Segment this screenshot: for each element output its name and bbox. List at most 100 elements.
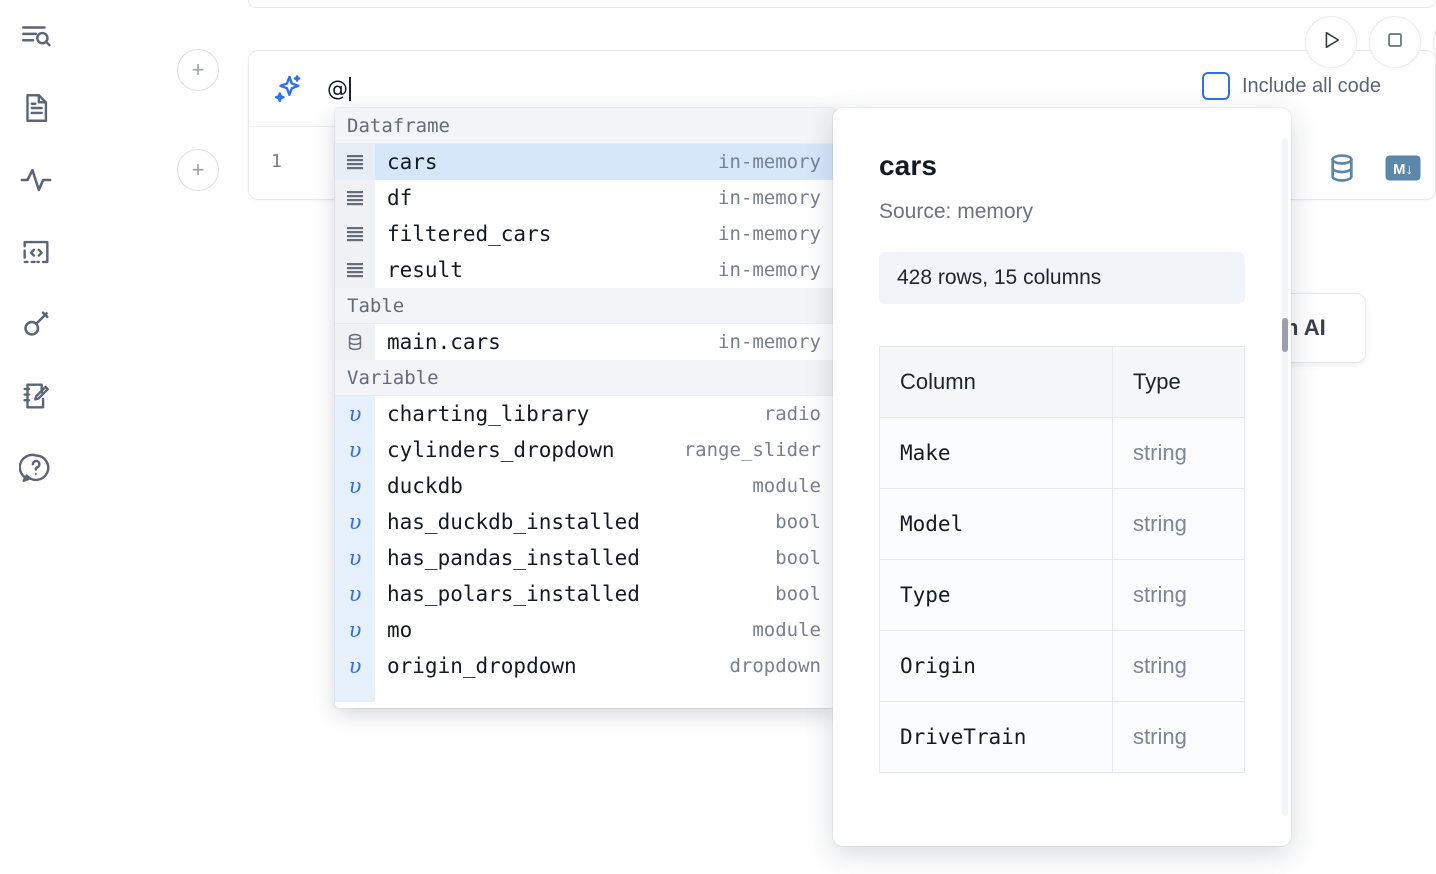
- explore-icon: [19, 19, 53, 53]
- detail-shape-badge: 428 rows, 15 columns: [879, 252, 1245, 304]
- autocomplete-item-type: bool: [775, 511, 821, 533]
- schema-column-type: string: [1112, 417, 1245, 489]
- sidebar-item-activity[interactable]: [14, 158, 58, 202]
- schema-column-type: string: [1112, 701, 1245, 773]
- ai-prompt-value: @: [327, 76, 349, 101]
- ai-prompt-input[interactable]: @: [327, 76, 352, 101]
- autocomplete-item-name: cars: [387, 150, 438, 174]
- autocomplete-item-type: in-memory: [718, 259, 821, 281]
- cell-toolbar: M↓: [1325, 151, 1421, 190]
- activity-icon: [19, 163, 53, 197]
- plus-icon: +: [191, 157, 205, 182]
- autocomplete-item-name: df: [387, 186, 413, 210]
- autocomplete-item-name: origin_dropdown: [387, 654, 577, 678]
- autocomplete-item[interactable]: result in-memory: [335, 252, 835, 288]
- run-button[interactable]: [1305, 16, 1357, 68]
- secrets-key-icon: [19, 307, 53, 341]
- schema-column-type: string: [1112, 488, 1245, 560]
- previous-cell-bottom-edge: [248, 0, 1436, 8]
- sidebar-item-scratchpad[interactable]: [14, 374, 58, 418]
- schema-column-name: Origin: [878, 630, 1114, 702]
- sidebar-item-secrets[interactable]: [14, 302, 58, 346]
- include-all-code-row[interactable]: Include all code: [1202, 72, 1381, 100]
- autocomplete-group-header: Dataframe: [335, 108, 835, 144]
- schema-table-header-cell: Column: [878, 346, 1114, 418]
- variable-icon: [335, 684, 375, 702]
- include-all-code-label: Include all code: [1242, 74, 1381, 97]
- scratchpad-edit-icon: [19, 379, 53, 413]
- sidebar-item-files[interactable]: [14, 86, 58, 130]
- detail-scrollbar-thumb[interactable]: [1282, 318, 1288, 352]
- schema-column-name: DriveTrain: [878, 701, 1114, 773]
- autocomplete-item-name: has_polars_installed: [387, 582, 640, 606]
- markdown-icon[interactable]: M↓: [1385, 155, 1421, 186]
- variable-icon: υ: [335, 468, 375, 504]
- variable-icon: υ: [335, 612, 375, 648]
- generate-with-ai-button[interactable]: h AI: [1278, 293, 1366, 363]
- database-icon[interactable]: [1325, 151, 1359, 190]
- play-icon: [1320, 29, 1342, 56]
- autocomplete-item-name: charting_library: [387, 402, 590, 426]
- add-cell-button-top[interactable]: +: [177, 49, 219, 91]
- variable-icon: υ: [335, 540, 375, 576]
- autocomplete-item-type: module: [752, 475, 821, 497]
- dataframe-rows-icon: [335, 252, 375, 288]
- detail-title: cars: [879, 150, 938, 181]
- schema-table-header-cell: Type: [1112, 346, 1245, 418]
- autocomplete-item[interactable]: υ has_polars_installed bool: [335, 576, 835, 612]
- dataframe-rows-icon: [335, 216, 375, 252]
- autocomplete-item-name: result: [387, 258, 463, 282]
- autocomplete-item[interactable]: main.cars in-memory: [335, 324, 835, 360]
- sidebar-item-snippets[interactable]: [14, 230, 58, 274]
- autocomplete-item-type: module: [752, 619, 821, 641]
- notebook-file-icon: [19, 91, 53, 125]
- autocomplete-detail-popover: cars Source: memory 428 rows, 15 columns…: [833, 108, 1291, 846]
- autocomplete-item[interactable]: cars in-memory: [335, 144, 835, 180]
- autocomplete-item-name: has_pandas_installed: [387, 546, 640, 570]
- code-snippets-icon: [19, 235, 53, 269]
- sidebar-rail: [0, 0, 72, 874]
- sidebar-item-help[interactable]: [14, 446, 58, 490]
- stop-square-icon: [1384, 29, 1406, 56]
- autocomplete-item-type: in-memory: [718, 331, 821, 353]
- autocomplete-item-type: bool: [775, 583, 821, 605]
- autocomplete-item-type: range_slider: [683, 439, 821, 461]
- stop-button[interactable]: [1369, 16, 1421, 68]
- text-caret: [349, 76, 352, 101]
- dataframe-rows-icon: [335, 180, 375, 216]
- schema-column-name: Type: [878, 559, 1114, 631]
- schema-column-name: Model: [878, 488, 1114, 560]
- autocomplete-item[interactable]: [335, 684, 835, 702]
- autocomplete-item-name: main.cars: [387, 330, 501, 354]
- cell-run-controls: [1305, 16, 1436, 68]
- sidebar-item-explore[interactable]: [14, 14, 58, 58]
- detail-scrollbar[interactable]: [1282, 138, 1288, 816]
- plus-icon: +: [191, 57, 205, 82]
- add-cell-button-bottom[interactable]: +: [177, 149, 219, 191]
- sparkle-ai-icon: [271, 72, 305, 106]
- variable-icon: υ: [335, 576, 375, 612]
- variable-icon: υ: [335, 504, 375, 540]
- svg-text:M↓: M↓: [1393, 161, 1413, 178]
- dataframe-rows-icon: [335, 144, 375, 180]
- autocomplete-item-type: in-memory: [718, 223, 821, 245]
- autocomplete-item-type: in-memory: [718, 151, 821, 173]
- code-line-number: 1: [271, 151, 282, 172]
- include-all-code-checkbox[interactable]: [1202, 72, 1230, 100]
